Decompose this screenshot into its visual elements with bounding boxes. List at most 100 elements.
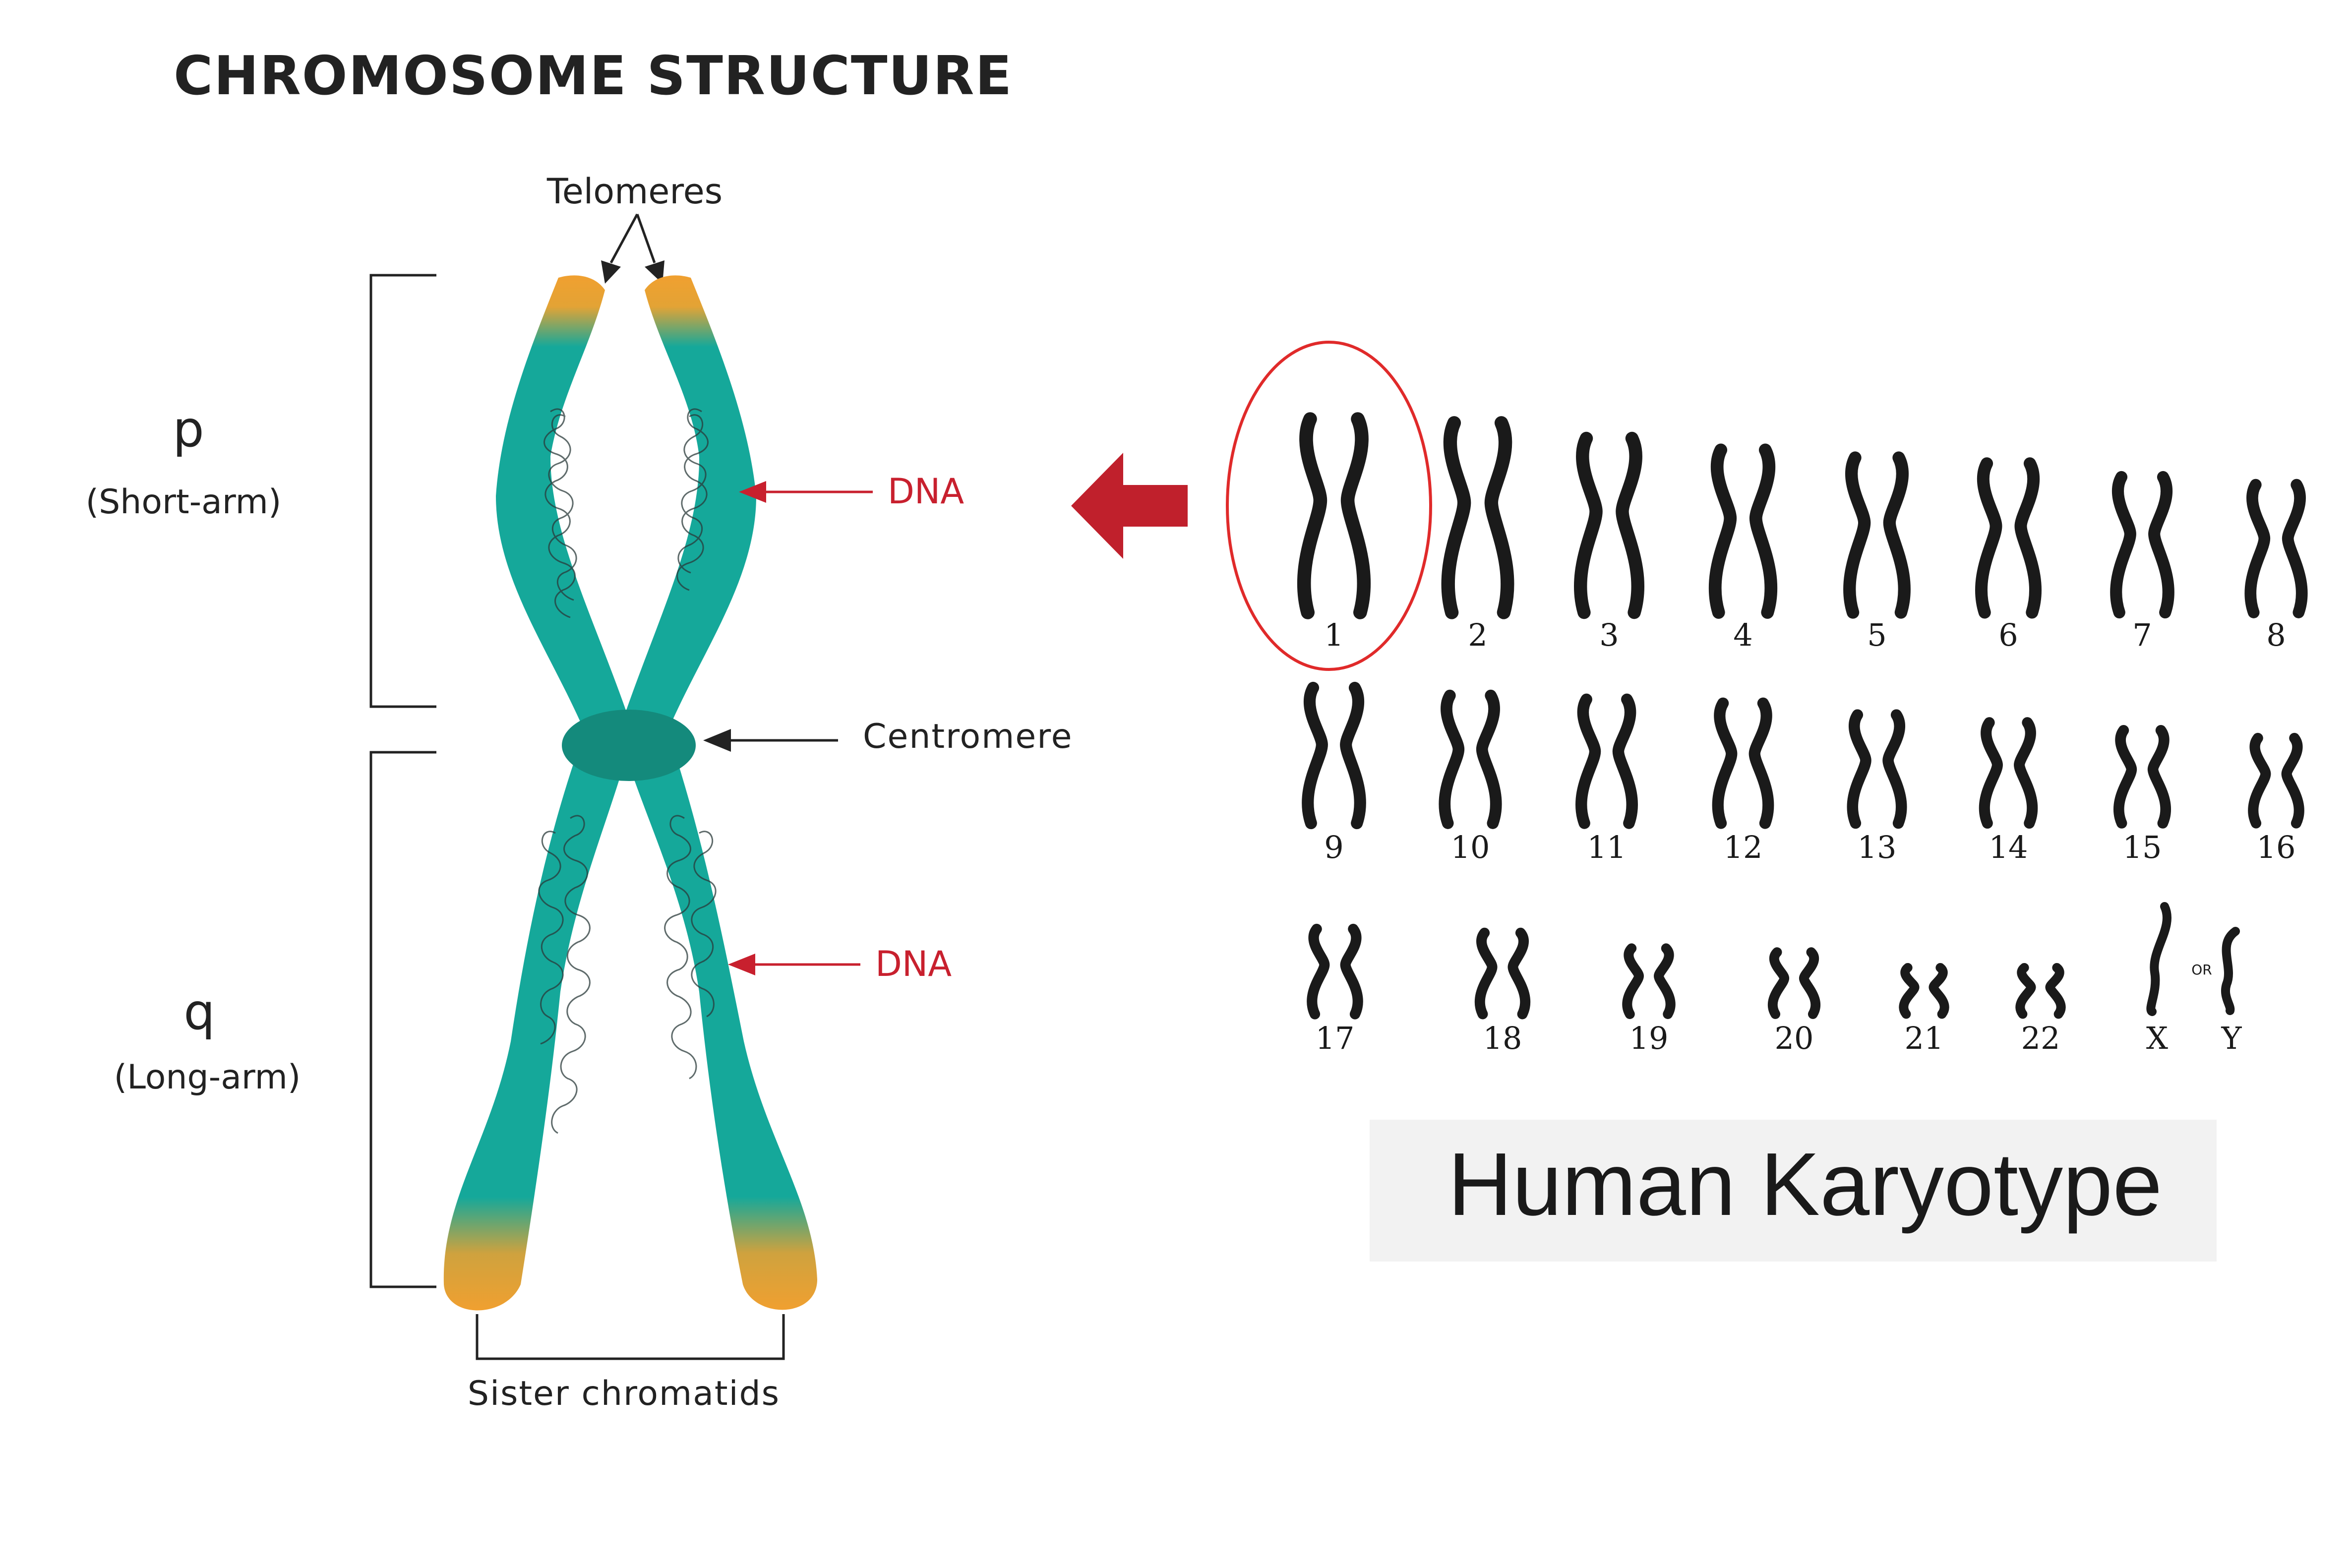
chromosome-8-right <box>2282 479 2308 618</box>
chromosome-pair-11: 11 <box>1575 693 1638 865</box>
chromosome-pair-2: 2 <box>1441 416 1514 653</box>
chromosome-8-left <box>2244 479 2271 618</box>
chromosome-3-right <box>1616 431 1645 619</box>
chromosome-5-right <box>1883 451 1911 619</box>
chromosome-number-label: 4 <box>1733 617 1752 653</box>
chromosome-18-left <box>1474 927 1498 1020</box>
chromosome-number-label: 3 <box>1599 617 1619 653</box>
chromosome-19-left <box>1622 943 1644 1020</box>
chromosome-number-label: 17 <box>1316 1020 1355 1056</box>
chromosome-number-label: 12 <box>1724 829 1763 865</box>
telomere-arrows <box>601 213 664 284</box>
chromosome-pair-17: 17 <box>1307 923 1363 1056</box>
dna-arrow-upper <box>739 481 873 503</box>
chromosome-20-right <box>1799 947 1821 1019</box>
chromosome-11-right <box>1612 693 1638 829</box>
chromosome-y-label: Y <box>2221 1020 2242 1056</box>
chromosome-number-label: 2 <box>1468 617 1487 653</box>
chromosome-15-right <box>2147 724 2171 829</box>
chromosome-pair-21: 21 <box>1899 963 1949 1056</box>
dna-label-lower: DNA <box>875 944 952 984</box>
chromosome-9-left <box>1302 681 1328 830</box>
chromosome-10-left <box>1439 689 1465 829</box>
chromosome-22-left <box>2015 963 2036 1019</box>
chromosome-7-left <box>2110 471 2136 619</box>
telomeres-label: Telomeres <box>546 171 723 212</box>
sex-chromosomes: X Y OR <box>2146 902 2242 1056</box>
chromosome-1-right <box>1340 412 1371 619</box>
chromosome-4-left <box>1708 443 1737 619</box>
chromosome-4-right <box>1749 443 1778 619</box>
chromosome-3-left <box>1573 431 1603 619</box>
chromosome-number-label: 16 <box>2257 829 2296 865</box>
chromatid-left-upper <box>496 275 630 722</box>
chromosome-19-right <box>1654 943 1676 1020</box>
chromosome-pair-19: 19 <box>1622 943 1676 1056</box>
chromosome-pair-9: 9 <box>1302 681 1366 865</box>
p-arm-description: (Short-arm) <box>86 482 282 522</box>
chromosome-number-label: 18 <box>1483 1020 1522 1056</box>
chromosome-11-left <box>1575 693 1601 829</box>
dna-label-upper: DNA <box>888 471 964 512</box>
chromosome-12-left <box>1712 697 1738 829</box>
chromosome-pair-7: 7 <box>2110 471 2174 653</box>
chromosome-pair-4: 4 <box>1708 443 1778 653</box>
chromosome-pair-8: 8 <box>2244 479 2308 653</box>
chromatid-right-upper <box>622 275 756 722</box>
chromosome-number-label: 14 <box>1989 829 2028 865</box>
highlight-circle <box>1226 341 1432 671</box>
or-label: OR <box>2191 962 2212 978</box>
chromosome-x-label: X <box>2146 1020 2168 1056</box>
chromosome-number-label: 21 <box>1905 1020 1944 1056</box>
centromere <box>562 710 696 781</box>
karyotype-banner <box>1370 1120 2217 1262</box>
chromosome-number-label: 7 <box>2132 617 2152 653</box>
chromosome-number-label: 20 <box>1775 1020 1814 1056</box>
chromosome-6-right <box>2014 457 2042 619</box>
chromosome-20-left <box>1767 947 1790 1019</box>
chromosome-7-right <box>2148 471 2174 619</box>
chromosome-18-right <box>1508 927 1531 1020</box>
q-arm-bracket <box>369 751 436 1288</box>
chromosome-number-label: 8 <box>2266 617 2286 653</box>
chromosome-9-right <box>1340 681 1366 830</box>
chromosome-number-label: 1 <box>1324 617 1343 653</box>
chromosome-pair-3: 3 <box>1573 431 1645 653</box>
diagram-title: CHROMOSOME STRUCTURE <box>174 45 1013 107</box>
chromosome-number-label: 9 <box>1324 829 1343 865</box>
chromosome-y <box>2221 927 2240 1015</box>
chromosome-pair-1: 1 <box>1297 412 1371 653</box>
p-arm-label: p <box>173 400 204 458</box>
chromosome-15-left <box>2113 724 2137 829</box>
chromosome-21-left <box>1899 963 1920 1019</box>
chromosome-16-left <box>2248 732 2271 829</box>
chromosome-number-label: 19 <box>1629 1020 1669 1056</box>
karyotype-title: Human Karyotype <box>1448 1135 2163 1234</box>
chromosome-x <box>2146 902 2171 1016</box>
q-arm-label: q <box>183 983 215 1041</box>
chromosome-2-right <box>1484 416 1514 619</box>
chromosome-number-label: 22 <box>2021 1020 2060 1056</box>
chromosome-14-right <box>2014 717 2038 829</box>
chromosome-6-left <box>1975 457 2002 619</box>
chromosome-number-label: 5 <box>1867 617 1886 653</box>
dna-arrow-lower <box>728 954 860 975</box>
chromosome-16-right <box>2281 732 2304 829</box>
chromosome-number-label: 10 <box>1451 829 1490 865</box>
centromere-label: Centromere <box>863 717 1073 756</box>
chromosome-17-right <box>1340 923 1363 1020</box>
chromosome-number-label: 15 <box>2123 829 2162 865</box>
chromosome-14-left <box>1979 717 2003 829</box>
chromosome-17-left <box>1307 923 1330 1020</box>
chromosome-21-right <box>1929 963 1949 1019</box>
q-arm-description: (Long-arm) <box>114 1058 301 1097</box>
highlight-arrow-icon <box>1071 453 1188 559</box>
dna-squiggles <box>538 408 717 1134</box>
chromosome-pair-10: 10 <box>1439 689 1502 865</box>
chromosome-pair-16: 16 <box>2248 732 2304 865</box>
chromosome-pair-18: 18 <box>1474 927 1531 1056</box>
chromosome-pair-22: 22 <box>2015 963 2066 1056</box>
chromosome-pair-15: 15 <box>2113 724 2171 865</box>
chromosome-13-right <box>1882 709 1907 829</box>
